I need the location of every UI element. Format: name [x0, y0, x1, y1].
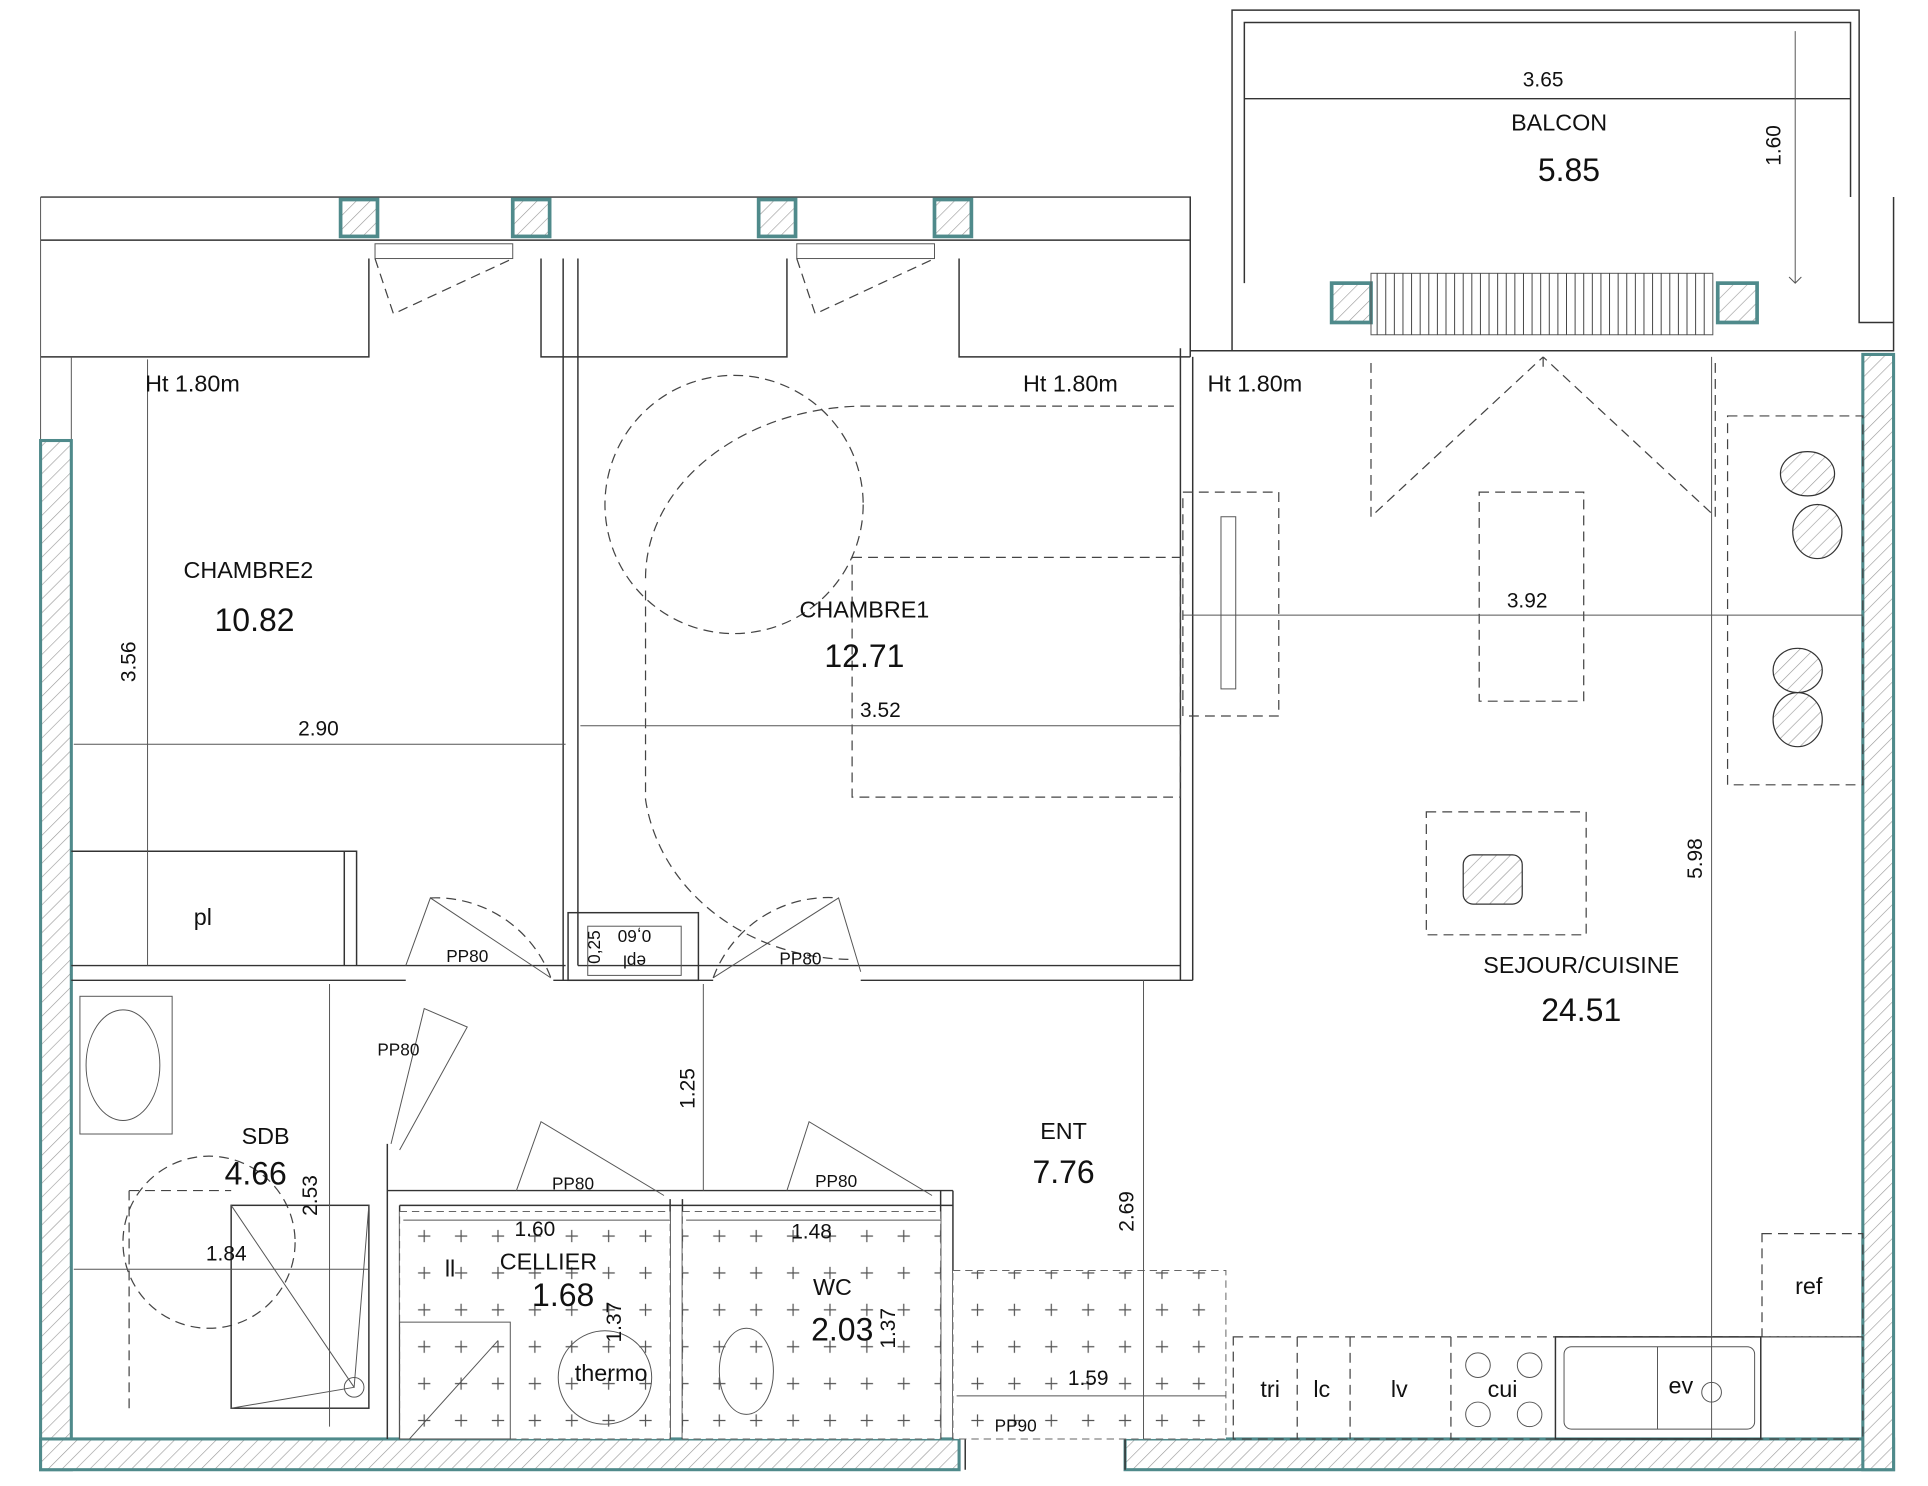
- entrance-door[interactable]: PP90: [995, 1416, 1037, 1436]
- cellier-door: PP80: [552, 1173, 594, 1193]
- wc-area: 2.03: [811, 1312, 873, 1348]
- chambre1-height-note: Ht 1.80m: [1023, 370, 1118, 396]
- cellier-width: 1.60: [515, 1218, 556, 1241]
- wc-depth: 1.37: [877, 1308, 900, 1349]
- chambre1-door: PP80: [779, 948, 821, 968]
- cupboard-width: 0,60: [618, 926, 651, 946]
- ent-depth: 2.69: [1116, 1191, 1139, 1232]
- cupboard-label: epl: [623, 952, 646, 972]
- sdb-door: PP80: [377, 1039, 419, 1059]
- kitchen-item-lc: lc: [1313, 1376, 1330, 1402]
- wc-door: PP80: [815, 1171, 857, 1191]
- window-columns: [338, 197, 1759, 325]
- ent-name: ENT: [1040, 1118, 1087, 1144]
- sejour-area: 24.51: [1541, 992, 1621, 1028]
- sdb-depth: 2.53: [299, 1175, 322, 1216]
- kitchen-item-tri: tri: [1260, 1376, 1279, 1402]
- tiled-floors: [399, 1210, 1227, 1440]
- balcony: 3.65 BALCON 5.85 1.60: [1190, 9, 1895, 519]
- facade: [40, 196, 1191, 441]
- sejour-width: 3.92: [1507, 590, 1548, 613]
- balcon-area: 5.85: [1538, 152, 1600, 188]
- cupboard-depth: 0,25: [584, 930, 604, 963]
- sdb-area: 4.66: [225, 1155, 287, 1191]
- chambre2-door: PP80: [446, 946, 488, 966]
- exterior-walls: [39, 352, 1896, 1472]
- ent-area: 7.76: [1032, 1154, 1094, 1190]
- cupboard: 0,60 epl 0,25: [567, 911, 700, 982]
- fridge-label: ref: [1795, 1273, 1823, 1299]
- room-labels: Ht 1.80m Ht 1.80m Ht 1.80m CHAMBRE2 10.8…: [117, 370, 1823, 1435]
- balcon-depth-dimension: 1.60: [1762, 125, 1785, 166]
- dimension-lines: [73, 356, 1863, 1439]
- washer-label: ll: [445, 1256, 455, 1282]
- chambre2-depth: 3.56: [117, 642, 140, 683]
- sejour-height-note: Ht 1.80m: [1207, 370, 1302, 396]
- chambre2-area: 10.82: [215, 602, 295, 638]
- cellier-name: CELLIER: [500, 1248, 597, 1274]
- wc-width: 1.48: [791, 1221, 832, 1244]
- cellier-depth: 1.37: [603, 1302, 626, 1343]
- balcony-railing: [1376, 273, 1705, 335]
- kitchen-item-ev: ev: [1669, 1372, 1694, 1398]
- chambre2-name: CHAMBRE2: [183, 557, 313, 583]
- chambre2-width: 2.90: [298, 718, 339, 741]
- sdb-width: 1.84: [206, 1243, 247, 1266]
- chambre2-height-note: Ht 1.80m: [145, 370, 240, 396]
- degagement-width: 1.25: [677, 1068, 700, 1109]
- balcon-width-dimension: 3.65: [1523, 68, 1564, 91]
- kitchen-item-cui: cui: [1488, 1376, 1518, 1402]
- sdb-name: SDB: [242, 1123, 290, 1149]
- chambre1-width: 3.52: [860, 699, 901, 722]
- sejour-name: SEJOUR/CUISINE: [1483, 952, 1679, 978]
- ent-width: 1.59: [1068, 1367, 1109, 1390]
- water-heater-label: thermo: [575, 1360, 648, 1386]
- closet-label: pl: [194, 904, 212, 930]
- kitchen-item-lv: lv: [1391, 1376, 1408, 1402]
- chambre1-area: 12.71: [824, 638, 904, 674]
- chambre1-name: CHAMBRE1: [799, 597, 929, 623]
- cellier-area: 1.68: [532, 1277, 594, 1313]
- wc-name: WC: [813, 1274, 852, 1300]
- balcon-name: BALCON: [1511, 110, 1607, 136]
- sejour-depth: 5.98: [1684, 838, 1707, 879]
